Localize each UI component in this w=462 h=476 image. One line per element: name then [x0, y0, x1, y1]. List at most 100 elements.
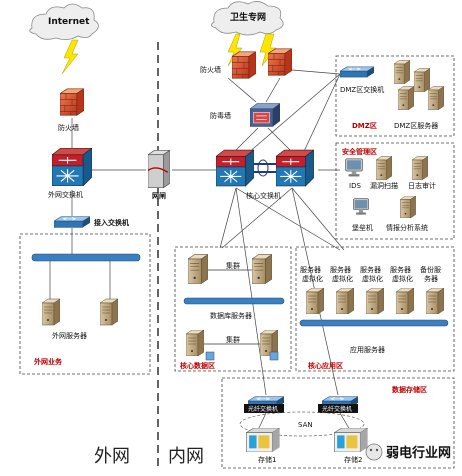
core-switch-icon [216, 149, 254, 187]
data-server-icon [186, 330, 204, 356]
app-vm-3-line1: 服务器 [390, 265, 411, 274]
outer-network-label: 外网 [94, 446, 130, 467]
db-cluster-label: 集群 [226, 261, 240, 270]
external-business-label: 外网业务 [34, 357, 63, 366]
ids-label: IDS [349, 182, 361, 190]
server-icon [398, 86, 414, 110]
fc-switch-1-label: 光纤交换机 [248, 405, 278, 413]
app-vm-label-2: 服务器虚拟化 [360, 265, 383, 283]
dmz-zone-label: DMZ区 [352, 122, 377, 130]
external-business-zone [19, 233, 151, 375]
app-vm-label-4: 备份服务器 [420, 265, 441, 283]
server-icon [396, 288, 414, 314]
intel-label: 情报分析系统 [386, 223, 428, 232]
app-vm-2-line1: 服务器 [360, 265, 381, 274]
server-icon [428, 86, 444, 110]
disk-icon [269, 351, 279, 361]
access-switch-icon [54, 216, 90, 228]
vuln-scan-server-icon [376, 156, 392, 180]
core-switch-label: 核心交换机 [246, 191, 281, 200]
db-lan-bus [183, 297, 285, 305]
internet-label: Internet [48, 17, 90, 27]
app-vm-label-3: 服务器虚拟化 [390, 265, 413, 283]
watermark-text: 弱电行业网 [386, 445, 451, 461]
storage-array-icon [334, 428, 368, 452]
app-server-label: 应用服务器 [350, 345, 385, 354]
health-network-label: 卫生专网 [230, 11, 266, 23]
server-icon [42, 298, 60, 326]
dmz-zone [335, 55, 455, 137]
external-switch-icon [52, 148, 92, 186]
fc-switch-2-label: 光纤交换机 [322, 405, 352, 413]
app-vm-4-line2: 务器 [424, 274, 438, 283]
server-icon [394, 60, 410, 84]
storage-1-label: 存储1 [258, 455, 276, 464]
core-switch-icon [276, 149, 314, 187]
antivirus-label: 防毒墙 [210, 111, 231, 120]
db-server-icon [188, 254, 208, 284]
wechat-icon [365, 443, 383, 461]
storage-2-label: 存储2 [344, 455, 362, 464]
health-network-cloud: 卫生专网 [211, 1, 284, 36]
server-icon [100, 298, 118, 326]
vuln-scan-label: 漏洞扫描 [370, 181, 398, 190]
dmz-switch-icon [340, 66, 374, 78]
fc-switch-2-plate [318, 404, 358, 413]
internet-cloud: Internet [29, 3, 99, 40]
bastion-monitor-icon [353, 198, 369, 215]
server-icon [336, 288, 354, 314]
db-server-label: 数据库服务器 [210, 311, 252, 320]
app-vm-1-line2: 虚拟化 [332, 274, 353, 283]
app-vm-2-line2: 虚拟化 [362, 274, 383, 283]
server-icon [306, 288, 324, 314]
san-label: SAN [298, 421, 313, 429]
app-vm-label-0: 服务器虚拟化 [300, 265, 323, 283]
wan-link-icons [61, 33, 277, 75]
network-links [71, 69, 345, 396]
access-switch-label: 接入交换机 [94, 218, 129, 227]
server-icon [414, 68, 430, 92]
server-icon [366, 288, 384, 314]
inner-network-label: 内网 [168, 446, 204, 467]
app-vm-1-line1: 服务器 [330, 265, 351, 274]
external-switch-label: 外网交换机 [48, 190, 83, 199]
core-application-zone [295, 246, 455, 372]
bastion-label: 堡垒机 [352, 223, 373, 232]
firewall-icon [232, 51, 256, 79]
storage-zone-label: 数据存储区 [392, 385, 427, 394]
external-lan-bus [31, 253, 141, 262]
fc-switch-1-plate [244, 404, 284, 413]
core-data-zone-label: 核心数据区 [180, 361, 215, 370]
intel-server-icon [400, 196, 416, 218]
right-firewall-label: 防火墙 [200, 65, 221, 74]
app-vm-3-line2: 虚拟化 [392, 274, 413, 283]
storage-array-icon [246, 428, 280, 452]
app-vm-0-line2: 虚拟化 [302, 274, 323, 283]
external-server-label: 外网服务器 [52, 331, 87, 340]
app-vm-label-1: 服务器虚拟化 [330, 265, 353, 283]
core-data-zone [174, 246, 292, 372]
dmz-switch-label: DMZ区交换机 [340, 85, 384, 94]
watermark: 弱电行业网 [365, 443, 451, 461]
data-storage-zone [221, 377, 455, 469]
disk-icon [205, 351, 215, 361]
lightning-icon [61, 39, 79, 75]
log-audit-server-icon [412, 156, 428, 180]
data-cluster-label: 集群 [226, 335, 240, 344]
core-app-zone-label: 核心应用区 [308, 361, 343, 370]
security-zone-label: 安全管理区 [342, 147, 377, 156]
dmz-server-label: DMZ区服务器 [394, 121, 438, 130]
server-icon [426, 288, 444, 314]
left-firewall-label: 防火墙 [58, 123, 79, 132]
app-vm-labels: 服务器虚拟化 服务器虚拟化 服务器虚拟化 服务器虚拟化 备份服务器 [300, 265, 441, 283]
firewall-icon [268, 48, 292, 76]
gatekeeper-icon [148, 150, 170, 188]
app-lan-bus [299, 319, 449, 327]
security-management-zone [335, 142, 455, 240]
firewall-icon [60, 88, 84, 116]
gatekeeper-label: 网闸 [152, 191, 166, 200]
db-server-icon [252, 254, 272, 284]
antivirus-wall-icon [250, 103, 280, 127]
log-audit-label: 日志审计 [408, 181, 436, 190]
